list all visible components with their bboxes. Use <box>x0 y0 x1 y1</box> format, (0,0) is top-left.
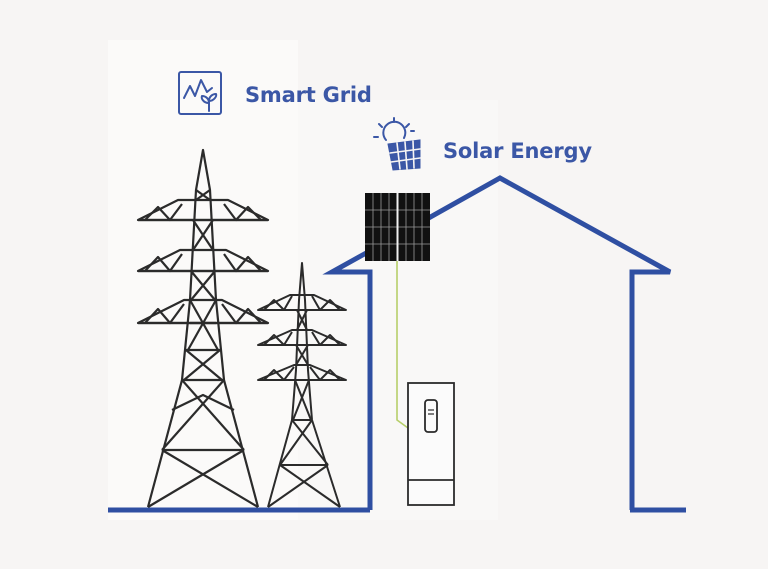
solar-panel <box>365 193 430 261</box>
solar-energy-label: Solar Energy <box>443 139 592 163</box>
large-transmission-tower <box>136 148 270 508</box>
solar-panel-sun-icon <box>373 117 421 171</box>
smart-grid-icon <box>178 71 222 115</box>
panel-wire <box>396 261 409 429</box>
background-panel <box>108 40 298 520</box>
house-outline <box>322 175 672 510</box>
home-battery-unit <box>407 382 455 506</box>
small-transmission-tower <box>257 262 347 508</box>
smart-grid-label: Smart Grid <box>245 83 372 107</box>
